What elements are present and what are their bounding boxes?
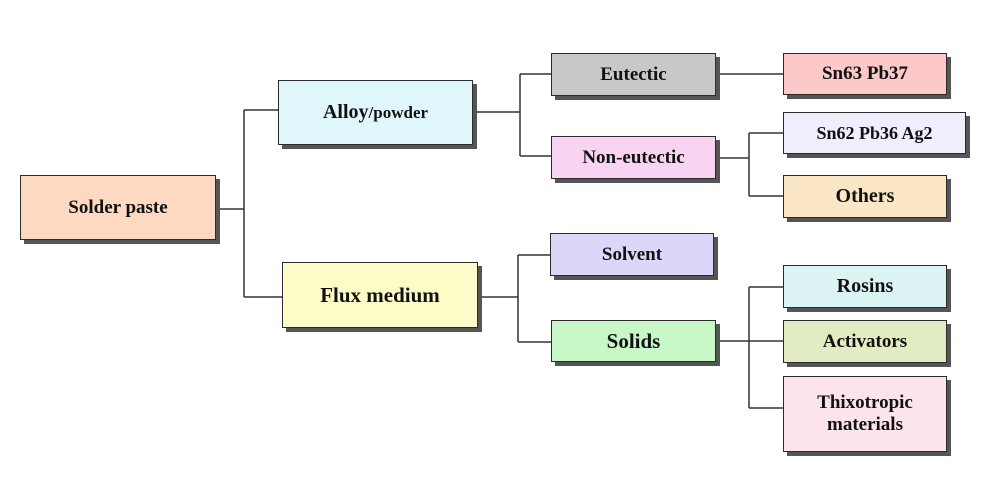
node-label: Eutectic <box>600 63 667 85</box>
node-label: Sn63 Pb37 <box>821 63 909 85</box>
node-label: Solids <box>606 328 661 353</box>
node-label-main: Alloy <box>322 101 369 123</box>
node-alloy-powder: Alloy/powder <box>278 80 473 145</box>
node-solvent: Solvent <box>550 233 714 276</box>
node-others: Others <box>783 175 947 218</box>
node-label-line1: Thixotropic <box>817 392 913 414</box>
node-label: Rosins <box>836 275 894 297</box>
node-thixotropic-materials: Thixotropic materials <box>783 376 947 452</box>
node-solids: Solids <box>551 320 716 362</box>
node-sn63-pb37: Sn63 Pb37 <box>783 53 947 95</box>
node-label: Sn62 Pb36 Ag2 <box>816 122 933 143</box>
node-label: Others <box>835 185 895 207</box>
node-non-eutectic: Non-eutectic <box>551 136 716 179</box>
node-flux-medium: Flux medium <box>282 262 478 328</box>
node-activators: Activators <box>783 320 947 363</box>
node-label: Non-eutectic <box>582 146 685 168</box>
node-solder-paste: Solder paste <box>20 175 216 240</box>
node-eutectic: Eutectic <box>551 53 716 96</box>
node-label: Solvent <box>601 243 663 265</box>
node-rosins: Rosins <box>783 265 947 308</box>
node-label-line2: materials <box>827 414 903 435</box>
node-label: Solder paste <box>68 196 168 218</box>
node-label-sub: /powder <box>368 103 429 122</box>
node-label: Activators <box>822 330 908 352</box>
node-label: Flux medium <box>320 282 440 307</box>
node-sn62-pb36-ag2: Sn62 Pb36 Ag2 <box>783 112 966 154</box>
